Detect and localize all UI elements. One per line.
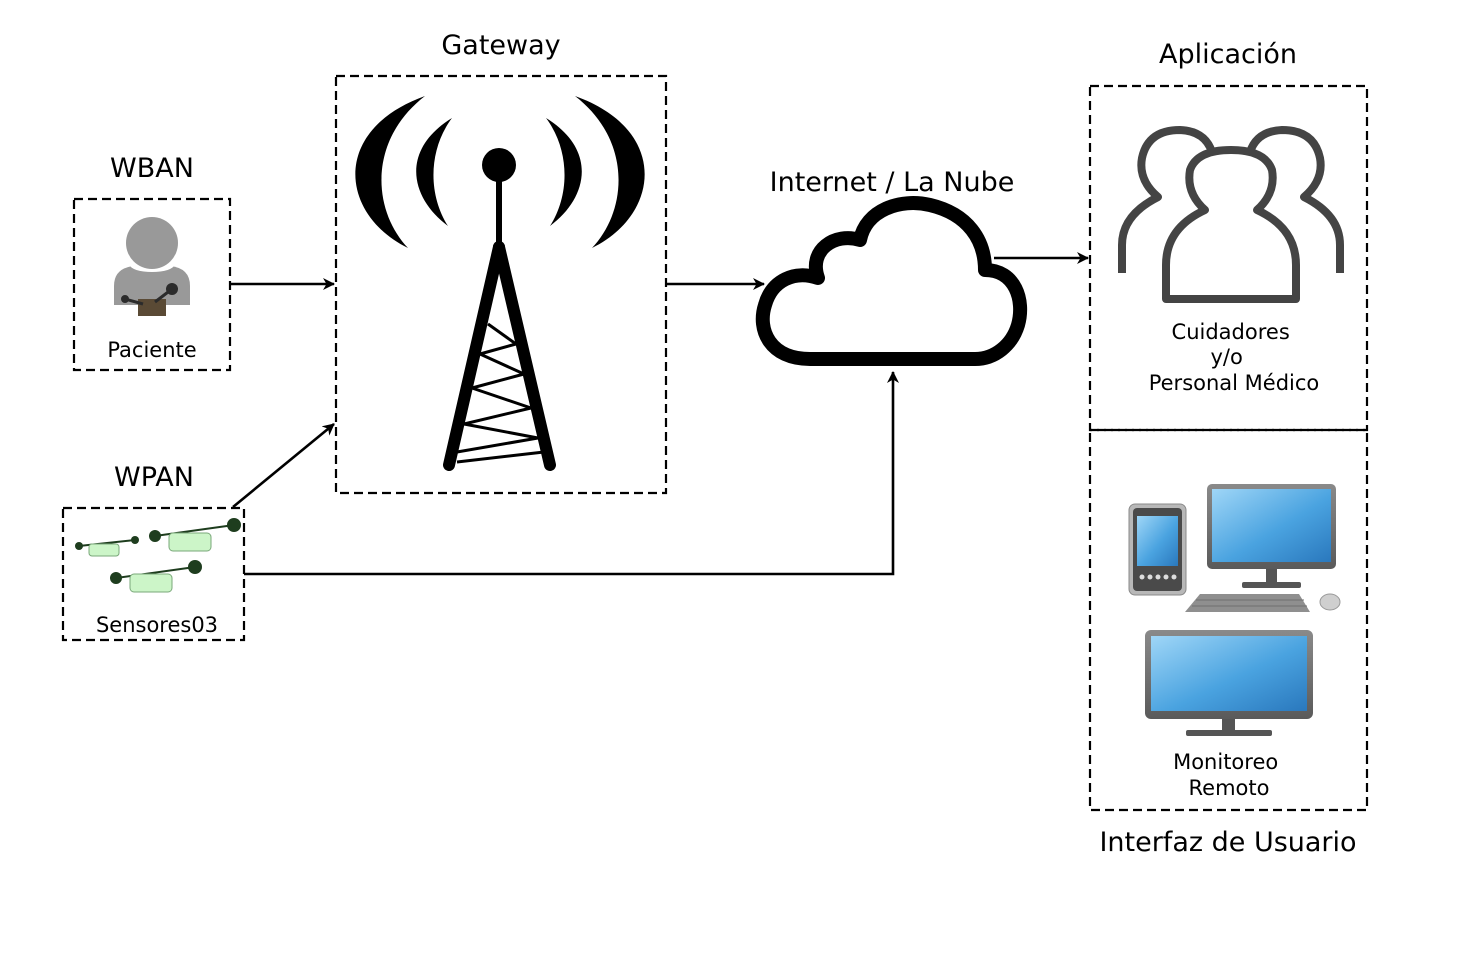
- desktop-computer-icon: [1185, 484, 1341, 612]
- wpan-group: WPAN Sensores03: [61, 462, 246, 642]
- user-interface-box: [1088, 428, 1369, 812]
- user-interface-title: Interfaz de Usuario: [1099, 827, 1356, 858]
- application-caption: Cuidadores y/o Personal Médico: [1149, 320, 1320, 395]
- application-group: Aplicación Cuidadores y/o Personal Médic…: [1088, 39, 1369, 432]
- user-interface-caption: Monitoreo Remoto: [1173, 750, 1285, 800]
- monitor-icon: [1145, 630, 1313, 736]
- wban-caption: Paciente: [107, 338, 196, 362]
- user-interface-caption-line: Monitoreo: [1173, 750, 1278, 774]
- application-title: Aplicación: [1159, 39, 1297, 70]
- arrow-wpan-to-gateway: [232, 422, 335, 509]
- application-caption-line: Personal Médico: [1149, 371, 1320, 395]
- radio-tower-icon: [355, 96, 645, 471]
- patient-with-sensor-icon: [114, 217, 190, 316]
- cloud-icon: [755, 196, 1028, 366]
- gateway-title: Gateway: [441, 30, 560, 61]
- wban-title: WBAN: [110, 153, 194, 184]
- wpan-title: WPAN: [114, 462, 194, 493]
- smartphone-icon: [1128, 503, 1187, 596]
- users-group-icon: [1118, 126, 1344, 303]
- connections: [230, 252, 1089, 576]
- application-box: [1088, 84, 1369, 432]
- arrow-wpan-to-internet: [244, 371, 899, 576]
- internet-title: Internet / La Nube: [770, 167, 1015, 198]
- wban-group: WBAN Paciente: [72, 153, 232, 372]
- user-interface-caption-line: Remoto: [1189, 776, 1270, 800]
- wpan-caption: Sensores03: [96, 613, 218, 637]
- user-interface-group: Monitoreo Remoto Interfaz de Usuario: [1088, 428, 1369, 858]
- application-caption-line: y/o: [1210, 345, 1242, 369]
- application-caption-line: Cuidadores: [1172, 320, 1290, 344]
- internet-group: Internet / La Nube: [755, 167, 1028, 366]
- sensor-nodes-icon: [75, 518, 241, 593]
- gateway-group: Gateway: [334, 30, 668, 495]
